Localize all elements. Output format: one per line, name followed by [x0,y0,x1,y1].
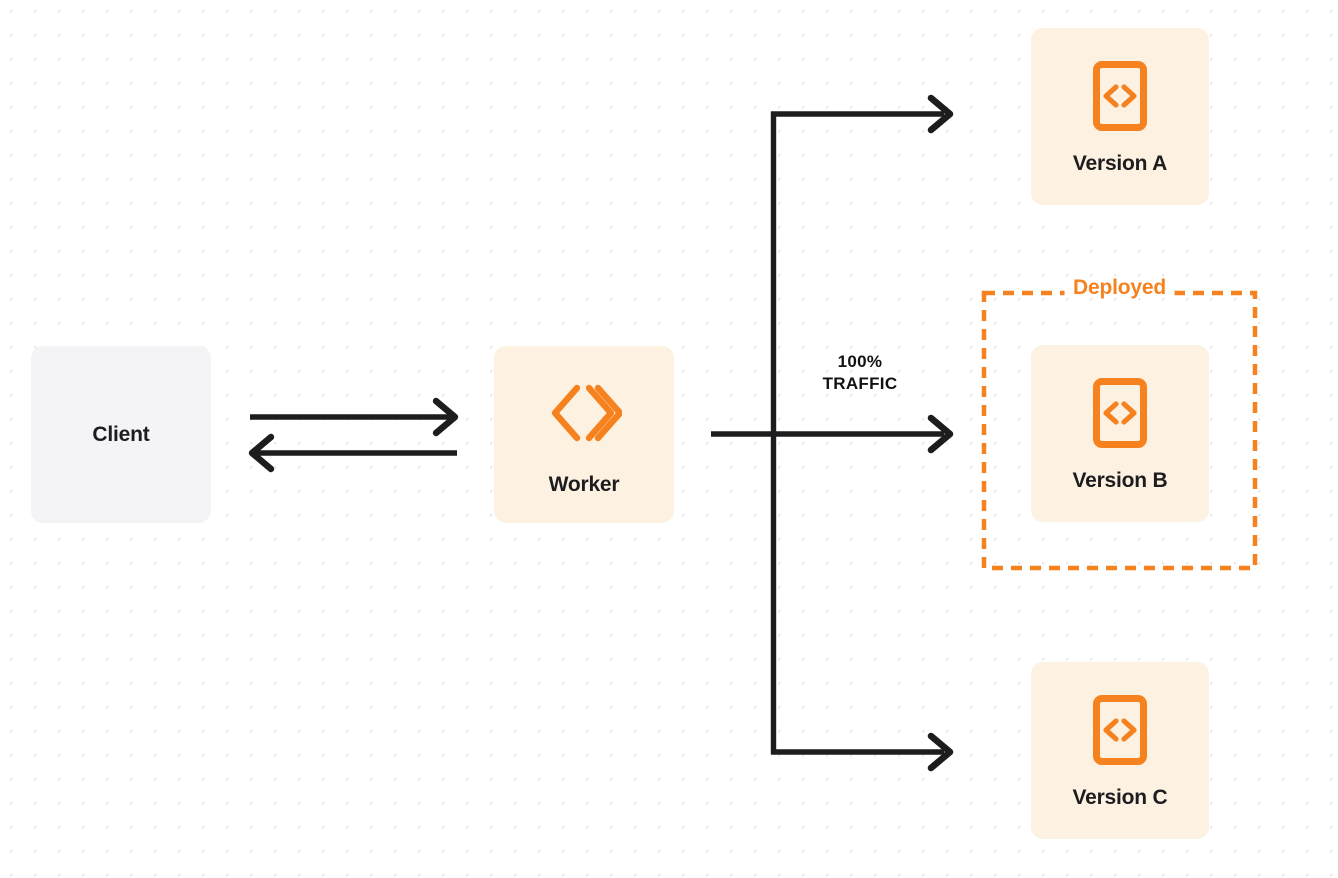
node-version-a[interactable]: Version A [1031,28,1209,205]
version-a-label: Version A [1072,151,1168,175]
node-version-c[interactable]: Version C [1031,662,1209,839]
arrow-worker-to-client [248,433,457,473]
group-deployed: Deployed [981,277,1258,571]
arrow-worker-traffic-trunk [711,111,944,755]
arrowhead-to-version-c [927,732,954,772]
arrowhead-to-version-a [927,94,954,134]
code-file-icon [1092,377,1148,454]
worker-label: Worker [548,472,620,496]
node-version-b[interactable]: Version B [1031,345,1209,522]
code-file-icon [1092,60,1148,137]
arrow-client-to-worker [250,397,459,437]
deployed-group-label: Deployed [1064,277,1175,298]
version-c-label: Version C [1072,785,1168,809]
node-worker[interactable]: Worker [494,346,674,523]
version-b-label: Version B [1072,468,1168,492]
cloudflare-workers-logo-icon [546,375,624,456]
code-file-icon [1092,694,1148,771]
node-client[interactable]: Client [31,346,211,523]
arrowhead-to-version-b [927,414,954,454]
client-label: Client [92,423,150,446]
